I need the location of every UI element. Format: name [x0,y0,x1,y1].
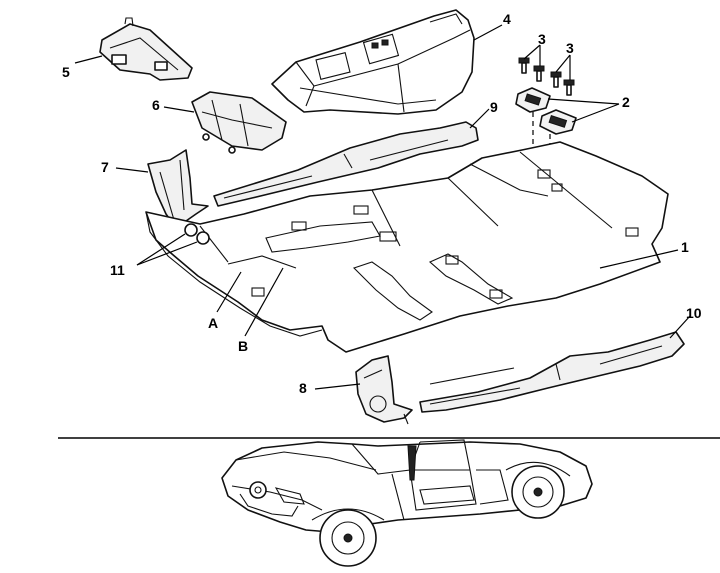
part-8-right-kick-panel [355,355,413,425]
callout-6: 6 [152,97,160,113]
callout-7: 7 [101,159,109,175]
part-4-center-console [271,9,475,115]
callout-9: 9 [490,99,498,115]
part-5-console-bracket [99,17,193,81]
part-6-shifter-mount [191,91,287,154]
leader-lines [74,24,691,390]
vehicle-outline-icon [221,439,593,567]
part-7-kick-panel [147,149,209,229]
callout-10: 10 [686,305,702,321]
callout-A: A [208,315,218,331]
grommet-upper [184,223,198,237]
screw-3 [550,71,562,88]
callout-2: 2 [622,94,630,110]
callout-labels: 5 6 7 4 3 3 2 9 1 10 11 A B 8 [62,11,702,396]
callout-8: 8 [299,380,307,396]
callout-3a: 3 [538,31,546,47]
screw-4 [563,79,575,96]
part-1-floor-carpet [145,141,669,353]
callout-11: 11 [110,262,125,278]
screw-2 [533,65,545,82]
callout-4: 4 [503,11,511,27]
callout-B: B [238,338,248,354]
part-3-screws [518,57,575,96]
part-9-left-sill-trim [213,121,479,207]
screw-1 [518,57,530,74]
callout-5: 5 [62,64,70,80]
grommet-lower [196,231,210,245]
callout-3b: 3 [566,40,574,56]
callout-1: 1 [681,239,689,255]
part-10-right-sill-trim [419,331,685,413]
